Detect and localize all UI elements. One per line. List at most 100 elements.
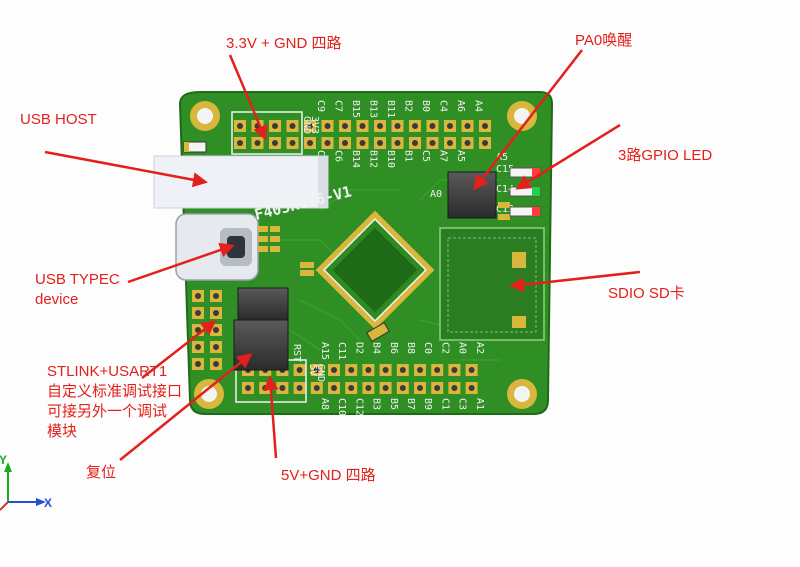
pin-pad-hole bbox=[394, 123, 401, 129]
pin-label: B4 bbox=[371, 342, 382, 354]
usb-host-connector-edge bbox=[318, 156, 328, 208]
usb-host-connector bbox=[153, 155, 329, 209]
pin-pad-hole bbox=[289, 140, 296, 146]
arrow-reset bbox=[119, 353, 253, 461]
pin-label: B3 bbox=[371, 398, 382, 410]
pin-pad-hole bbox=[412, 140, 418, 146]
pin-pad-hole bbox=[451, 385, 458, 391]
pin-pad-hole bbox=[213, 310, 219, 316]
pin-label: 3V3 bbox=[309, 116, 320, 134]
pin-pad-hole bbox=[279, 385, 286, 391]
pin-pad-hole bbox=[213, 361, 219, 367]
pin-label: B8 bbox=[405, 342, 416, 354]
pin-label: B9 bbox=[422, 398, 433, 410]
pin-pad-hole bbox=[399, 367, 406, 373]
pin-pad-hole bbox=[359, 140, 366, 146]
wakeup-button bbox=[447, 171, 497, 219]
pin-label: C1 bbox=[439, 398, 450, 410]
pin-pad-hole bbox=[262, 385, 269, 391]
pin-label: A7 bbox=[438, 150, 449, 162]
arrow-power33 bbox=[228, 54, 268, 141]
pin-label: C12 bbox=[353, 398, 364, 416]
pin-pad-hole bbox=[417, 367, 423, 373]
label-gpio-led: 3路GPIO LED bbox=[618, 147, 713, 164]
pin-label: GND bbox=[315, 364, 326, 382]
pin-pad-hole bbox=[434, 385, 441, 391]
pin-pad-hole bbox=[365, 367, 372, 373]
pin-label: C5 bbox=[420, 150, 431, 162]
arrow-power5 bbox=[263, 375, 279, 459]
label-stlink-line1: STLINK+USART1 bbox=[47, 363, 168, 380]
pin-pad-hole bbox=[324, 140, 331, 146]
pin-label: B12 bbox=[368, 150, 379, 168]
led-pad bbox=[184, 142, 189, 152]
arrow-typec bbox=[127, 242, 235, 284]
pin-pad-hole bbox=[342, 123, 348, 129]
pin-pad-hole bbox=[195, 327, 201, 333]
pin-label: B1 bbox=[403, 150, 414, 162]
pin-label: C4 bbox=[438, 100, 449, 112]
led-label: C14 bbox=[496, 184, 514, 195]
top-pin-header: GND3V3C9C7B15B13B11B2B0C4A6A4C8C6B14B12B… bbox=[234, 100, 514, 215]
pin-pad-hole bbox=[213, 344, 219, 350]
pin-pad-hole bbox=[447, 123, 453, 129]
pin-pad-hole bbox=[451, 367, 458, 373]
pin-label: B15 bbox=[350, 100, 361, 118]
power-header-3v3-outline bbox=[231, 111, 303, 155]
pin-pad-hole bbox=[417, 385, 423, 391]
pin-label: B6 bbox=[388, 342, 399, 354]
pin-label: B7 bbox=[405, 398, 416, 410]
pin-label: D2 bbox=[353, 342, 364, 354]
label-stlink-line3: 可接另外一个调试 bbox=[47, 403, 168, 420]
pin-pad-hole bbox=[348, 367, 355, 373]
pin-label: 5V bbox=[307, 364, 318, 376]
pin-pad-hole bbox=[382, 367, 389, 373]
crystal-component bbox=[237, 287, 289, 321]
pin-pad-hole bbox=[272, 123, 278, 129]
pin-pad-hole bbox=[382, 385, 389, 391]
pin-label: B5 bbox=[388, 398, 399, 410]
pin-pad-hole bbox=[359, 123, 366, 129]
pin-pad-hole bbox=[429, 123, 436, 129]
axis-y-label: Y bbox=[0, 453, 8, 467]
pin-pad-hole bbox=[195, 344, 201, 350]
pin-label: A1 bbox=[474, 398, 485, 410]
pin-label: C6 bbox=[333, 150, 344, 162]
pin-pad-hole bbox=[394, 140, 401, 146]
pin-pad-hole bbox=[447, 140, 453, 146]
pin-pad-hole bbox=[468, 385, 475, 391]
pin-pad-hole bbox=[237, 140, 243, 146]
pin-pad-hole bbox=[399, 385, 406, 391]
pin-pad-hole bbox=[313, 385, 320, 391]
gpio-leds bbox=[509, 167, 541, 217]
pin-pad-hole bbox=[377, 123, 383, 129]
pin-label: C9 bbox=[315, 100, 326, 112]
pin-pad-hole bbox=[429, 140, 436, 146]
pin-pad-hole bbox=[245, 385, 251, 391]
rst-silkscreen: RST bbox=[291, 344, 302, 362]
pin-pad-hole bbox=[331, 367, 337, 373]
label-sdio-sd: SDIO SD卡 bbox=[608, 285, 685, 302]
annotation-arrows bbox=[44, 49, 641, 461]
sdio-sd-slot bbox=[439, 227, 545, 341]
pin-label: GND bbox=[301, 116, 312, 134]
pin-pad-hole bbox=[482, 123, 488, 129]
pin-label-a5: A5 bbox=[496, 152, 508, 163]
mounting-holes bbox=[190, 101, 537, 409]
pin-label: C2 bbox=[439, 342, 450, 354]
axis-x-label: X bbox=[44, 496, 53, 510]
arrow-sdio bbox=[509, 270, 641, 293]
pin-pad-hole bbox=[307, 123, 313, 129]
pin-label: C11 bbox=[336, 342, 347, 360]
pin-label: A0 bbox=[457, 342, 468, 354]
pin-pad-hole bbox=[296, 385, 303, 391]
pin-pad-hole bbox=[195, 310, 201, 316]
pin-label: C10 bbox=[336, 398, 347, 416]
label-reset: 复位 bbox=[86, 464, 117, 481]
arrow-pa0 bbox=[473, 49, 583, 191]
pin-label: B10 bbox=[385, 150, 396, 168]
pin-label: A8 bbox=[319, 398, 330, 410]
usb-typec-connector bbox=[175, 213, 259, 281]
